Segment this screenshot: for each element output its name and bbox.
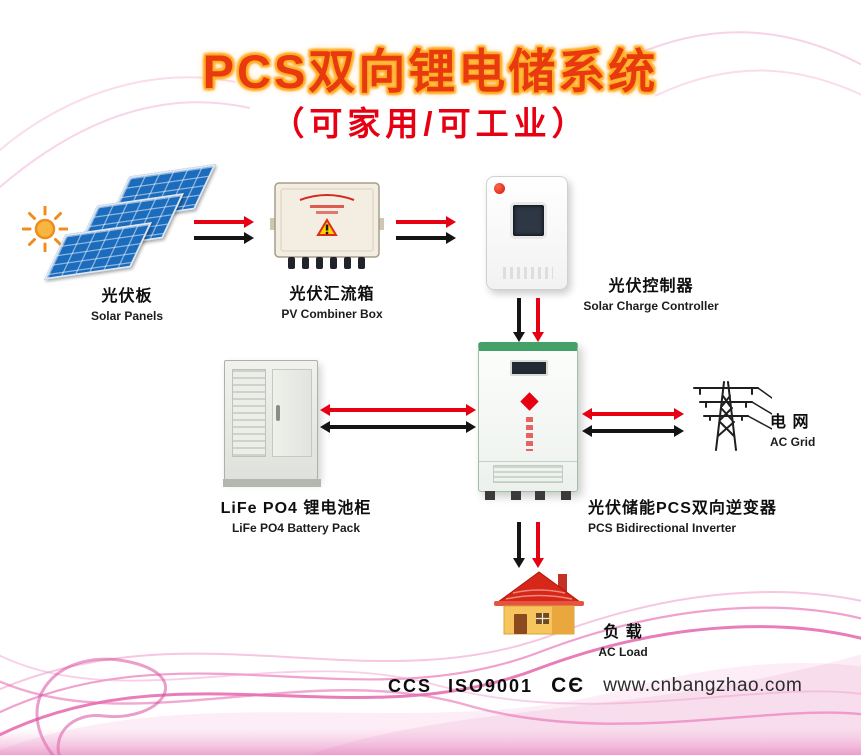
solar-panel	[43, 222, 153, 280]
combiner-box-label-zh: 光伏汇流箱	[289, 286, 375, 303]
charge-controller-graphic	[486, 176, 568, 290]
battery-pack-label: LiFe PO4 锂电池柜 LiFe PO4 Battery Pack	[210, 494, 382, 535]
charge-controller-label-en: Solar Charge Controller	[583, 299, 719, 313]
inverter-display	[510, 360, 548, 376]
inverter-foot	[511, 491, 521, 500]
battery-pack-label-en: LiFe PO4 Battery Pack	[231, 521, 361, 535]
ac-load-label: 负 载 AC Load	[585, 618, 661, 659]
arrow-controller-to-inverter-red	[536, 298, 540, 332]
inverter-foot	[561, 491, 571, 500]
controller-vent	[503, 267, 553, 279]
arrow-inverter-grid-black	[592, 429, 674, 433]
inverter-red-text	[526, 417, 533, 451]
page-title: PCS双向锂电储系统	[202, 45, 659, 98]
combiner-box-label: 光伏汇流箱 PV Combiner Box	[262, 280, 402, 321]
battery-pack-label-zh: LiFe PO4 锂电池柜	[220, 500, 372, 517]
footer: CCS ISO9001 CЄ www.cnbangzhao.com	[388, 674, 802, 698]
arrow-battery-inverter-red	[330, 408, 466, 412]
ac-load-label-zh: 负 载	[603, 624, 643, 641]
arrow-controller-to-inverter-black	[517, 298, 521, 332]
arrow-inverter-grid-red	[592, 412, 674, 416]
cert-ccs: CCS	[388, 675, 433, 696]
solar-panels-label-zh: 光伏板	[101, 288, 153, 305]
arrow-inverter-to-load-red	[536, 522, 540, 558]
ac-grid-label-zh: 电 网	[770, 414, 810, 431]
website-url: www.cnbangzhao.com	[603, 675, 803, 696]
solar-panels-label: 光伏板 Solar Panels	[52, 282, 202, 323]
inverter-label: 光伏储能PCS双向逆变器 PCS Bidirectional Inverter	[588, 494, 798, 535]
battery-cabinet-graphic	[223, 360, 321, 487]
certifications: CCS ISO9001	[388, 676, 533, 697]
inverter-label-en: PCS Bidirectional Inverter	[588, 521, 737, 535]
inverter-vent	[493, 465, 563, 483]
ce-mark-icon: CЄ	[551, 674, 586, 697]
charge-controller-label: 光伏控制器 Solar Charge Controller	[575, 272, 727, 313]
combiner-box-label-en: PV Combiner Box	[281, 307, 383, 321]
ac-grid-label-en: AC Grid	[770, 435, 816, 449]
inverter-door-seam	[479, 461, 577, 462]
inverter-cabinet-graphic	[478, 342, 578, 500]
inverter-label-zh: 光伏储能PCS双向逆变器	[588, 500, 777, 517]
charge-controller-label-zh: 光伏控制器	[608, 278, 694, 295]
solar-panels-graphic	[43, 164, 217, 284]
controller-display	[510, 202, 547, 239]
arrow-panels-to-combiner-red	[194, 220, 244, 224]
solar-panels-label-en: Solar Panels	[90, 309, 164, 323]
battery-vents	[232, 369, 266, 457]
ac-grid-label: 电 网 AC Grid	[770, 408, 850, 449]
ac-load-label-en: AC Load	[598, 645, 648, 659]
page-subtitle: （可家用/可工业）	[271, 105, 590, 142]
cert-iso9001: ISO9001	[448, 675, 534, 696]
brand-logo-icon	[494, 183, 505, 194]
arrow-combiner-to-controller-black	[396, 236, 446, 240]
house-icon	[494, 571, 584, 635]
sun-icon	[22, 206, 68, 252]
arrow-battery-inverter-black	[330, 425, 466, 429]
grid-tower-icon	[693, 381, 772, 451]
battery-handle	[276, 405, 280, 421]
inverter-foot	[485, 491, 495, 500]
arrow-combiner-to-controller-red	[396, 220, 446, 224]
arrow-inverter-to-load-black	[517, 522, 521, 558]
arrow-panels-to-combiner-black	[194, 236, 244, 240]
inverter-foot	[535, 491, 545, 500]
pv-combiner-box-graphic	[270, 182, 384, 269]
inverter-logo-icon	[520, 392, 539, 411]
battery-base	[223, 479, 321, 487]
